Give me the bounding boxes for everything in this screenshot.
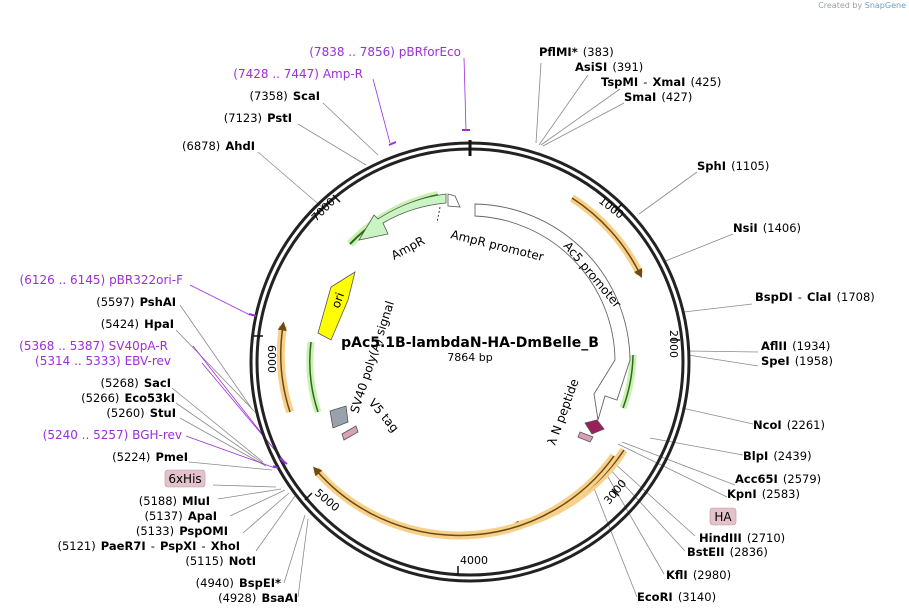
lambda-n-box[interactable]	[584, 419, 605, 435]
ampr-promoter-head	[447, 193, 461, 208]
his-tag-label: 6xHis	[168, 472, 201, 486]
tick-6000: 6000	[265, 345, 278, 373]
primer-sv40pa-r: (5368 .. 5387) SV40pA-R	[19, 339, 168, 353]
tick-3000: 3000	[601, 477, 629, 507]
site-sphi: SphI (1105)	[697, 155, 769, 174]
v5-tag-box[interactable]	[341, 425, 359, 441]
site-stui: (5260) StuI	[106, 402, 176, 421]
site-tspmi-xmai: TspMI - XmaI (425)	[601, 71, 721, 90]
sv40-box[interactable]	[329, 405, 349, 429]
site-bspdi-clai: BspDI - ClaI (1708)	[755, 286, 875, 305]
feature-ac5-promoter: Ac5 promoter	[561, 239, 624, 311]
site-pspomi: (5133) PspOMI	[136, 520, 228, 539]
feature-v5: V5 tag	[366, 396, 402, 435]
tick-marks	[254, 194, 680, 575]
site-eco53ki: (5266) Eco53kI	[81, 387, 175, 406]
primer-pbr322ori-f: (6126 .. 6145) pBR322ori-F	[20, 273, 184, 287]
ac5-promoter-arrow[interactable]	[474, 203, 631, 421]
primer-marks	[248, 129, 470, 469]
primer-bgh-rev: (5240 .. 5257) BGH-rev	[43, 428, 182, 442]
ampr-arrow[interactable]	[358, 193, 447, 241]
site-pflmi: PflMI* (383)	[539, 41, 614, 60]
site-saci: (5268) SacI	[101, 372, 171, 391]
ori-arrow[interactable]	[317, 271, 356, 341]
site-psti: (7123) PstI	[224, 107, 292, 126]
site-ahdi: (6878) AhdI	[182, 135, 255, 154]
tick-2000: 2000	[667, 330, 680, 358]
feature-lambda-n: λ N peptide	[545, 377, 582, 447]
site-bsaai: (4928) BsaAI	[218, 587, 298, 606]
site-hindiii: HindIII (2710)	[699, 527, 785, 546]
ha-tag-box	[709, 507, 737, 526]
feature-ampr-promoter: AmpR promoter	[449, 227, 545, 264]
tick-4000: 4000	[460, 554, 488, 567]
orf-arcs	[276, 194, 644, 540]
site-pmei: (5224) PmeI	[112, 446, 188, 465]
credit-prefix: Created by	[818, 1, 863, 10]
plasmid-name: pAc5.1B-lambdaN-HA-DmBelle_B	[341, 335, 599, 351]
site-scai: (7358) ScaI	[250, 85, 320, 104]
site-mlui: (5188) MluI	[139, 490, 210, 509]
primer-pbrforeco: (7838 .. 7856) pBRforEco	[309, 45, 461, 59]
plasmid-size: 7864 bp	[447, 351, 492, 364]
feature-sv40: SV40 poly(A) signal	[348, 299, 398, 415]
ampr-dotted-mark	[436, 206, 441, 224]
site-asisi: AsiSI (391)	[575, 56, 643, 75]
site-bsteii: BstEII (2836)	[687, 541, 768, 560]
site-ecori: EcoRI (3140)	[637, 586, 716, 605]
ha-tag-label: HA	[714, 510, 732, 524]
snapgene-logo: SnapGene	[864, 1, 906, 10]
feature-ampr: AmpR	[389, 233, 427, 262]
primer-amp-r: (7428 .. 7447) Amp-R	[233, 67, 363, 81]
site-kpni: KpnI (2583)	[727, 483, 800, 502]
site-aflii: AflII (1934)	[761, 335, 830, 354]
ha-box-map	[577, 431, 594, 443]
site-hpai: (5424) HpaI	[101, 313, 174, 332]
his-tag-box	[164, 469, 206, 488]
site-smai: SmaI (427)	[624, 86, 692, 105]
site-acc65i: Acc65I (2579)	[735, 468, 821, 487]
leader-lines	[171, 62, 759, 598]
site-blpi: BlpI (2439)	[743, 445, 812, 464]
site-nsii: NsiI (1406)	[733, 217, 801, 236]
site-noti: (5115) NotI	[185, 550, 256, 569]
site-spei: SpeI (1958)	[761, 350, 833, 369]
feature-ori: ori	[329, 291, 347, 310]
site-pshai: (5597) PshAI	[96, 291, 176, 310]
site-apai: (5137) ApaI	[144, 505, 217, 524]
site-kfli: KflI (2980)	[666, 564, 731, 583]
site-ncoi: NcoI (2261)	[753, 414, 825, 433]
snapgene-credit: Created by SnapGene	[818, 1, 906, 10]
site-bspei: (4940) BspEI*	[196, 572, 281, 591]
site-paer7i-pspxi-xhoi: (5121) PaeR7I - PspXI - XhoI	[57, 535, 240, 554]
primer-ebv-rev: (5314 .. 5333) EBV-rev	[35, 354, 171, 368]
